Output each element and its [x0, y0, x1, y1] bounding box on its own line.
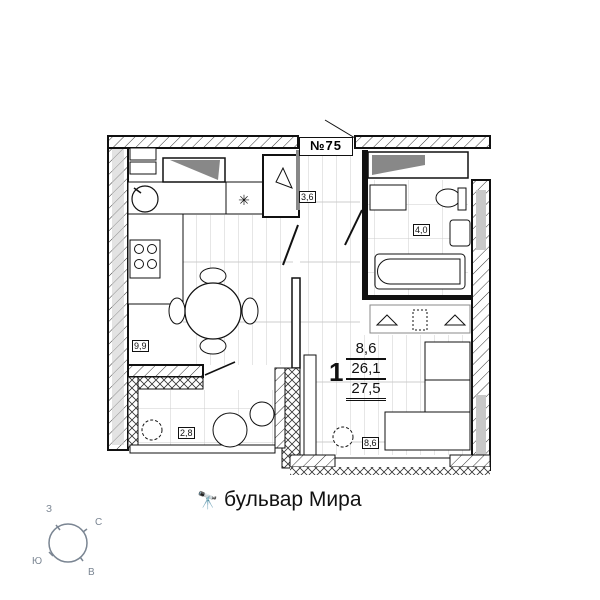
- compass-east: В: [88, 567, 95, 578]
- street-label: 🔭 бульвар Мира: [197, 488, 362, 512]
- street-name: бульвар Мира: [224, 488, 362, 511]
- room-area-bedroom: 8,6: [362, 437, 379, 449]
- room-area-kitchen: 9,9: [132, 340, 149, 352]
- total-living-area: 26,1: [346, 360, 386, 380]
- total-area: 27,5: [346, 380, 386, 401]
- apartment-number: №75: [299, 137, 353, 156]
- room-area-bathroom: 4,0: [413, 224, 430, 236]
- binoculars-icon: 🔭: [197, 491, 219, 510]
- compass-south: Ю: [32, 556, 43, 567]
- room-count: 1: [329, 357, 344, 387]
- living-area: 8,6: [346, 340, 386, 360]
- compass-north: С: [95, 517, 103, 528]
- room-area-hallway: 3,6: [299, 191, 316, 203]
- compass-west: З: [46, 504, 53, 515]
- svg-text:✳: ✳: [238, 193, 250, 209]
- area-summary: 8,6 26,1 27,5: [346, 340, 386, 401]
- room-area-balcony: 2,8: [178, 427, 195, 439]
